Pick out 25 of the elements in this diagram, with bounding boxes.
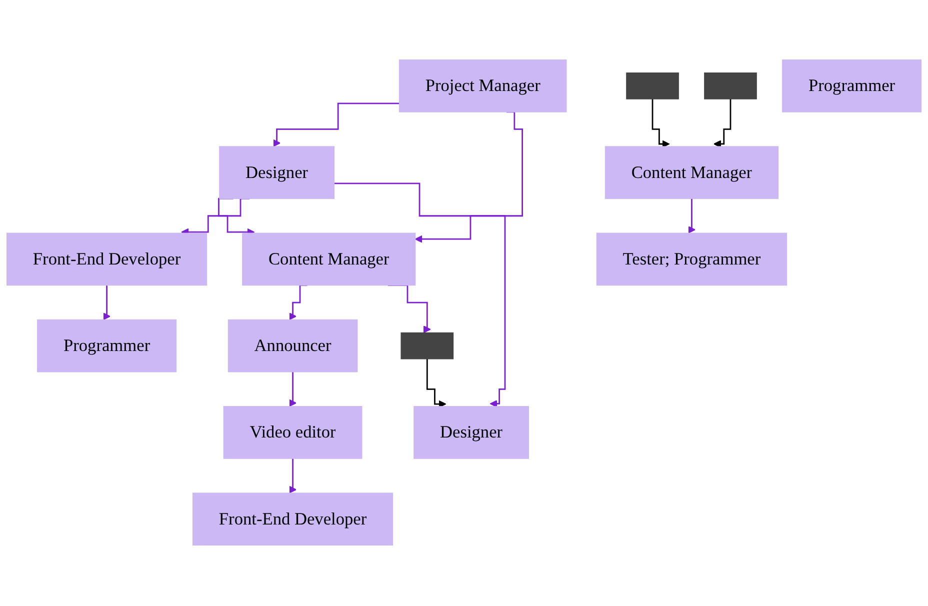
arrow (288, 458, 297, 494)
node-box: Content Manager (604, 146, 779, 200)
arrow (426, 358, 446, 408)
arrow (272, 103, 400, 148)
node-box: Designer (219, 146, 334, 200)
node-bar (704, 72, 757, 100)
arrow (334, 183, 506, 408)
node-bar (626, 72, 679, 100)
node-box: Announcer (228, 320, 358, 373)
arrow (652, 98, 670, 148)
node-box: Front-End Developer (6, 233, 208, 286)
node-box: Front-End Developer (192, 493, 394, 546)
arrow (288, 372, 297, 408)
node-box: Content Manager (242, 233, 416, 286)
arrow (713, 98, 732, 148)
node-bar (400, 332, 454, 360)
node-box: Tester; Programmer (596, 233, 788, 286)
node-box: Designer (414, 406, 529, 460)
node-box: Project Manager (398, 60, 567, 113)
node-box: Programmer (782, 60, 922, 113)
arrow (102, 284, 111, 321)
arrow (414, 112, 524, 244)
arrow (688, 198, 696, 234)
node-box: Video editor (223, 406, 362, 460)
node-box: Programmer (37, 320, 177, 373)
